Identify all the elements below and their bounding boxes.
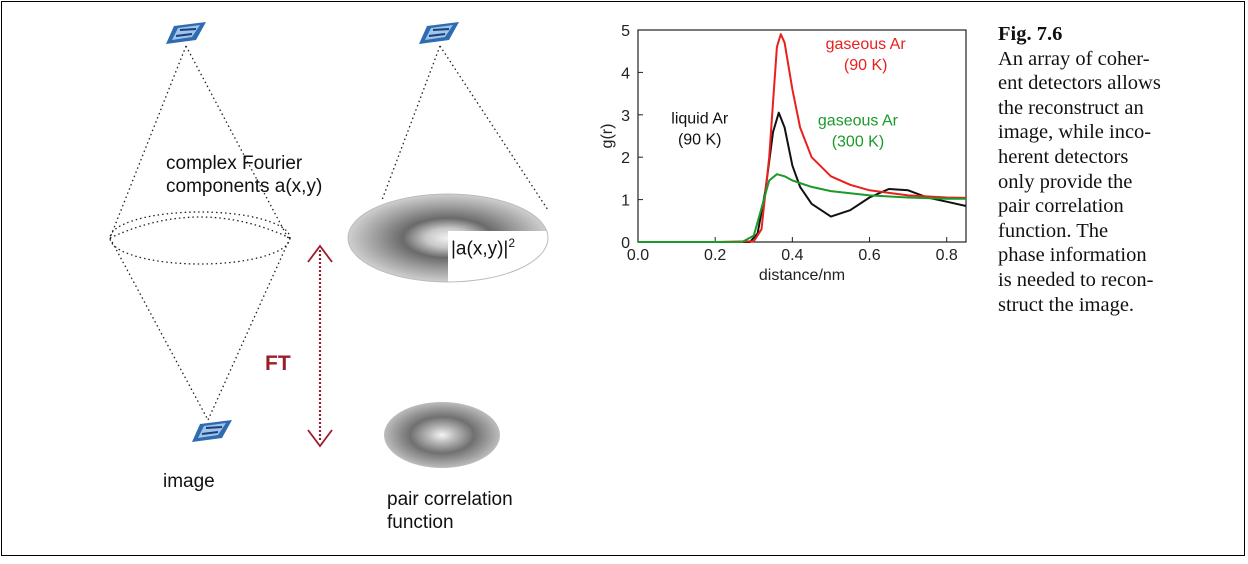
series-annotation: liquid Ar	[671, 110, 729, 127]
diffraction-diagram: complex Fourier components a(x,y) |a(x,y…	[0, 0, 600, 559]
intensity-label: |a(x,y)|2	[451, 232, 515, 260]
intensity-label-base: |a(x,y)|	[451, 238, 509, 260]
y-tick-label: 3	[621, 108, 630, 125]
fourier-components-label: complex Fourier components a(x,y)	[166, 153, 323, 197]
series-annotation: (300 K)	[832, 133, 884, 150]
series-annotation: gaseous Ar	[826, 36, 907, 53]
series-annotation: (90 K)	[844, 57, 888, 74]
detector-tile-top-right	[419, 22, 459, 44]
coherent-cone	[109, 45, 291, 421]
pair-correlation-disk	[384, 402, 500, 468]
gr-chart: 0.0 0.2 0.4 0.6 0.8 0 1 2 3 4 5 distance/nm g(r) liq…	[599, 20, 980, 300]
x-tick-label: 0.0	[627, 247, 649, 264]
y-tick-label: 5	[621, 23, 630, 40]
x-tick-label: 0.6	[858, 247, 880, 264]
plot-box	[637, 29, 967, 243]
figure-label: Fig. 7.6	[998, 23, 1063, 45]
x-tick-label: 0.4	[781, 247, 803, 264]
gr-chart-svg: 0.0 0.2 0.4 0.6 0.8 0 1 2 3 4 5 distance/nm g(r) liq…	[599, 23, 967, 284]
y-axis-label: g(r)	[600, 124, 616, 149]
incoherent-cone	[381, 45, 549, 211]
x-axis-label: distance/nm	[759, 267, 845, 284]
detector-tile-top-left	[166, 22, 206, 44]
y-tick-label: 1	[621, 193, 630, 210]
y-tick-label: 2	[621, 150, 630, 167]
ft-arrow-head-down	[307, 429, 333, 448]
image-label: image	[163, 471, 215, 492]
series-line-2	[638, 173, 966, 243]
intensity-ring	[347, 193, 558, 291]
y-tick-label: 0	[621, 235, 630, 252]
pair-correlation-label: pair correlation function	[387, 489, 513, 533]
intensity-label-exponent: 2	[508, 236, 516, 250]
figure-caption: Fig. 7.6 An array of coher- ent detector…	[998, 22, 1238, 317]
series-line-1	[638, 33, 967, 243]
ft-arrow-head-up	[307, 244, 333, 263]
x-tick-label: 0.2	[704, 247, 726, 264]
caption-text: An array of coher- ent detectors allows …	[998, 47, 1161, 316]
series-annotation: gaseous Ar	[818, 112, 899, 129]
image-tile	[192, 420, 232, 442]
series-annotation: (90 K)	[678, 131, 722, 148]
diagram-graphics	[109, 22, 558, 468]
ft-label: FT	[265, 352, 291, 375]
x-tick-label: 0.8	[936, 247, 958, 264]
y-tick-label: 4	[621, 65, 630, 82]
